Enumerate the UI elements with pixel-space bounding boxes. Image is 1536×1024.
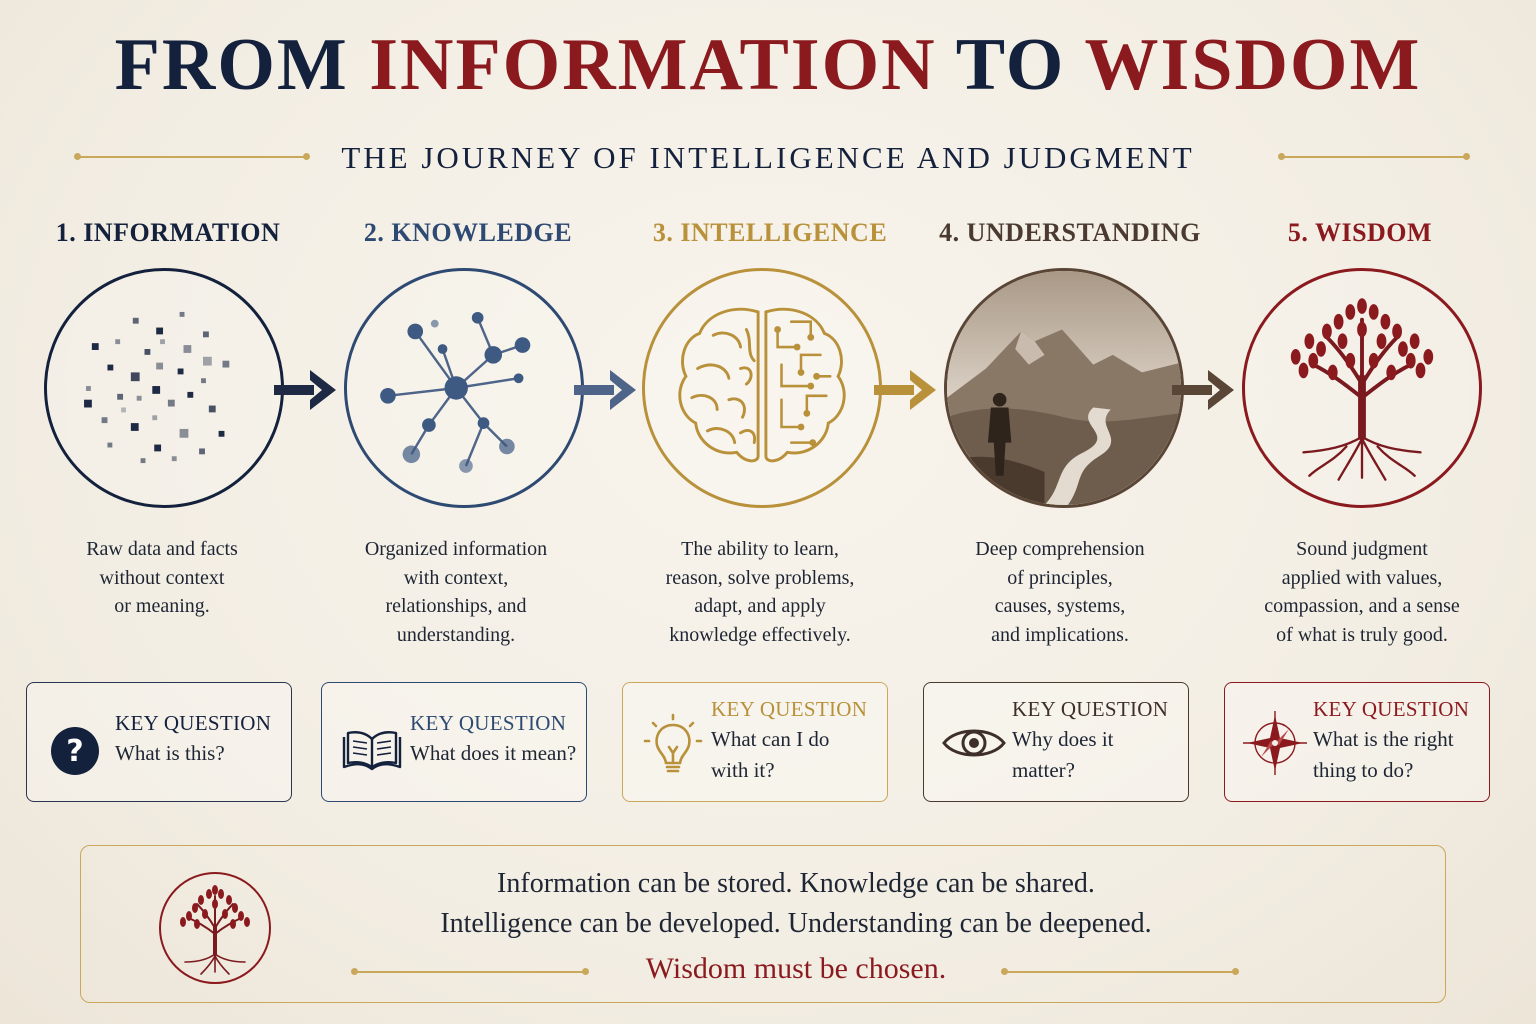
description-line: or meaning. — [114, 595, 210, 617]
stage-title-intelligence: 3. INTELLIGENCE — [652, 218, 888, 247]
stage-title-knowledge: 2. KNOWLEDGE — [363, 218, 573, 247]
description-line: applied with values, — [1281, 566, 1443, 589]
title-part-to: TO — [936, 24, 1085, 106]
question-mark-icon: ? — [51, 727, 99, 775]
brain-circuit-icon — [678, 307, 846, 463]
key-question-line: What is the right — [1313, 727, 1454, 751]
description-line: Sound judgment — [1296, 538, 1428, 560]
scattered-data-points-icon — [84, 311, 230, 464]
key-question-box-intelligence: KEY QUESTION What can I do with it? — [622, 682, 888, 802]
tree-emblem-icon — [159, 872, 271, 984]
description-line: compassion, and a sense — [1264, 595, 1460, 617]
description-line: Organized information — [364, 538, 548, 560]
intelligence-circle — [642, 268, 882, 508]
key-question-box-knowledge: KEY QUESTION What does it mean? — [321, 682, 587, 802]
tree-of-life-icon — [1290, 298, 1434, 481]
key-question-text: KEY QUESTION What is the right thing to … — [1313, 697, 1481, 786]
key-question-line: with it? — [711, 758, 775, 782]
description-line: The ability to learn, — [681, 538, 839, 560]
arrow-2-icon — [574, 370, 636, 410]
key-question-label: KEY QUESTION — [410, 711, 567, 735]
subtitle-rule-left — [74, 153, 310, 160]
arrow-4-icon — [1172, 370, 1234, 410]
description-line: knowledge effectively. — [669, 623, 851, 646]
description-understanding: Deep comprehension of principles, causes… — [920, 535, 1200, 649]
stage-title-wisdom: 5. WISDOM — [1287, 218, 1433, 247]
summary-line-1: Information can be stored. Knowledge can… — [497, 868, 1095, 899]
key-question-box-understanding: KEY QUESTION Why does it matter? — [923, 682, 1189, 802]
key-question-label: KEY QUESTION — [1012, 697, 1169, 721]
wisdom-circle — [1242, 268, 1482, 508]
description-line: reason, solve problems, — [665, 566, 855, 589]
description-line: causes, systems, — [994, 595, 1126, 617]
eye-icon — [942, 729, 1006, 757]
key-question-box-information: ? KEY QUESTION What is this? — [26, 682, 292, 802]
description-line: relationships, and — [385, 595, 527, 617]
key-question-line: matter? — [1012, 758, 1075, 782]
key-question-label: KEY QUESTION — [115, 711, 272, 735]
arrow-3-icon — [874, 370, 936, 410]
information-circle — [44, 268, 284, 508]
key-question-line: What does it mean? — [410, 741, 577, 765]
lightbulb-icon — [643, 713, 703, 773]
arrow-1-icon — [274, 370, 336, 410]
summary-line-3: Wisdom must be chosen. — [645, 952, 947, 985]
title-part-from: FROM — [114, 24, 370, 106]
key-question-label: KEY QUESTION — [1313, 697, 1470, 721]
svg-text:?: ? — [66, 734, 83, 769]
key-question-box-wisdom: KEY QUESTION What is the right thing to … — [1224, 682, 1490, 802]
subtitle-rule-right — [1278, 153, 1470, 160]
key-question-text: KEY QUESTION Why does it matter? — [1012, 697, 1180, 786]
open-book-icon — [342, 731, 402, 771]
key-question-text: KEY QUESTION What can I do with it? — [711, 697, 879, 786]
description-line: without context — [99, 566, 225, 589]
description-line: with context, — [403, 566, 509, 589]
description-line: Deep comprehension — [975, 538, 1145, 560]
page-title: FROM INFORMATION TO WISDOM — [0, 28, 1536, 102]
stage-title-understanding: 4. UNDERSTANDING — [939, 218, 1201, 247]
summary-line-2: Intelligence can be developed. Understan… — [440, 908, 1152, 939]
key-question-line: Why does it — [1012, 727, 1114, 751]
description-line: Raw data and facts — [86, 538, 238, 560]
description-line: and implications. — [991, 623, 1129, 646]
description-line: adapt, and apply — [694, 595, 826, 617]
description-wisdom: Sound judgment applied with values, comp… — [1222, 535, 1502, 649]
key-question-label: KEY QUESTION — [711, 697, 868, 721]
mountain-landscape-icon — [947, 271, 1181, 505]
title-part-information: INFORMATION — [369, 24, 937, 106]
summary-rule-left — [351, 968, 589, 975]
key-question-text: KEY QUESTION What does it mean? — [410, 711, 578, 769]
description-intelligence: The ability to learn, reason, solve prob… — [620, 535, 900, 649]
description-line: of what is truly good. — [1276, 623, 1448, 646]
summary-rule-right — [1001, 968, 1239, 975]
key-question-text: KEY QUESTION What is this? — [115, 711, 283, 769]
subtitle-row: THE JOURNEY OF INTELLIGENCE AND JUDGMENT — [0, 140, 1536, 176]
compass-rose-icon — [1243, 711, 1307, 775]
title-part-wisdom: WISDOM — [1084, 24, 1422, 106]
understanding-circle — [944, 268, 1184, 508]
key-question-line: What can I do — [711, 727, 830, 751]
description-line: of principles, — [1007, 566, 1113, 589]
description-line: understanding. — [396, 623, 516, 646]
page-subtitle: THE JOURNEY OF INTELLIGENCE AND JUDGMENT — [341, 140, 1195, 175]
key-question-line: What is this? — [115, 741, 225, 765]
key-question-line: thing to do? — [1313, 758, 1414, 782]
network-graph-icon — [380, 311, 531, 473]
knowledge-circle — [344, 268, 584, 508]
stage-title-information: 1. INFORMATION — [55, 218, 281, 247]
description-information: Raw data and facts without context or me… — [22, 535, 302, 621]
description-knowledge: Organized information with context, rela… — [316, 535, 596, 649]
summary-box: Information can be stored. Knowledge can… — [80, 845, 1446, 1003]
